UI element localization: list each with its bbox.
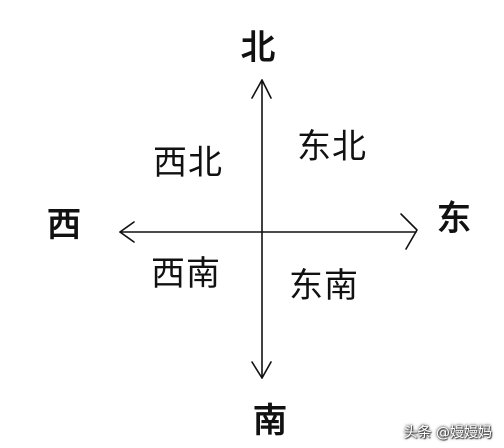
label-northeast: 东北 [297, 127, 367, 167]
east-arrowhead [400, 213, 418, 250]
label-southeast: 东南 [289, 266, 359, 306]
label-east: 东 [437, 199, 471, 239]
watermark: 头条 @嫚嫚妈 [403, 425, 492, 441]
north-arrowhead [251, 79, 272, 99]
label-south: 南 [253, 401, 287, 441]
label-southwest: 西南 [151, 254, 221, 294]
label-north: 北 [241, 28, 275, 68]
label-west: 西 [47, 205, 81, 245]
label-northwest: 西北 [153, 143, 223, 183]
south-arrowhead [251, 361, 272, 379]
west-arrowhead [119, 221, 135, 243]
